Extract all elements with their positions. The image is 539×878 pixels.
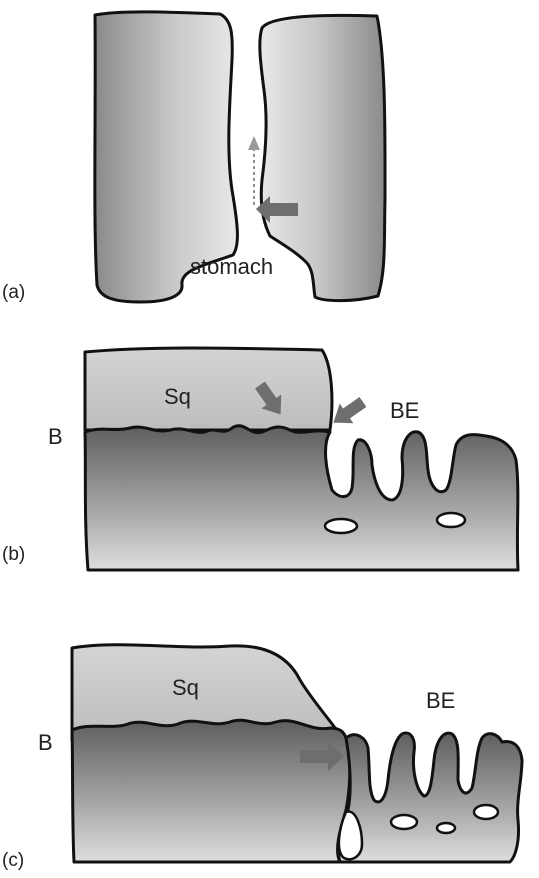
panel-b-label: (b) — [2, 544, 25, 565]
panel-a: stomach (a) — [2, 12, 385, 303]
sq-label: Sq — [164, 384, 191, 409]
be-label: BE — [390, 398, 419, 423]
barrett-crypts — [339, 733, 522, 862]
cyst — [391, 815, 417, 829]
side-label: B — [38, 730, 53, 755]
panel-c: Sq BE B (c) — [2, 645, 522, 871]
cyst — [437, 513, 465, 527]
cyst — [437, 823, 455, 833]
arrow-up-dotted-icon — [248, 136, 260, 205]
sq-label: Sq — [172, 675, 199, 700]
squamous-layer — [85, 348, 332, 430]
cyst — [325, 519, 357, 533]
stomach-label: stomach — [190, 254, 273, 279]
panel-b: Sq BE B (b) — [2, 348, 518, 570]
be-label: BE — [426, 688, 455, 713]
cyst — [474, 805, 498, 819]
barrett-tissue — [72, 720, 350, 862]
panel-c-label: (c) — [2, 850, 24, 871]
barrett-tissue — [85, 426, 518, 570]
panel-a-label: (a) — [2, 282, 25, 303]
esophagus-wall-right — [260, 15, 385, 300]
side-label: B — [48, 424, 63, 449]
